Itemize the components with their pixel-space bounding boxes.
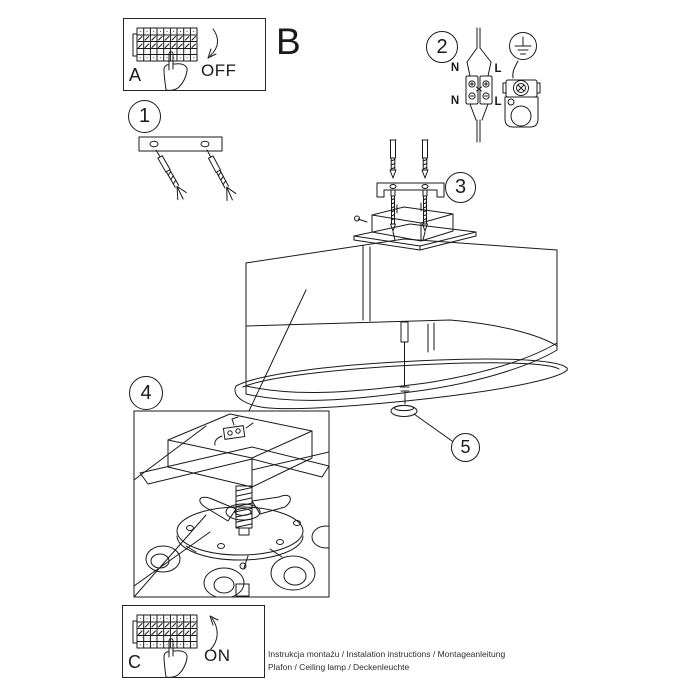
- canopy-detail-drawing: [134, 413, 329, 597]
- off-label: OFF: [201, 61, 237, 80]
- canopy-drawing: [353, 202, 477, 251]
- step-5-badge: 5: [451, 433, 480, 462]
- neutral-bottom-label: N: [450, 95, 460, 107]
- panel-a-letter: A: [129, 65, 142, 85]
- step-3-badge: 3: [445, 172, 476, 203]
- step-2-badge: 2: [426, 31, 458, 63]
- section-b-label: B: [276, 21, 301, 62]
- knob-drawing: [390, 404, 453, 442]
- hanger-hardware-drawing: [376, 139, 445, 241]
- on-label: ON: [204, 646, 231, 665]
- detail-frame: [133, 410, 330, 598]
- footer-text: Instrukcja montażu / Instalation instruc…: [268, 648, 505, 674]
- neutral-top-label: N: [450, 62, 460, 74]
- ground-clamp-drawing: [502, 60, 541, 128]
- ground-symbol-icon: [509, 32, 537, 60]
- mounting-bracket-drawing: [138, 136, 237, 201]
- power-off-panel: [123, 18, 266, 91]
- footer-line-1: Instrukcja montażu / Instalation instruc…: [268, 649, 506, 659]
- live-top-label: L: [494, 63, 502, 75]
- panel-c-letter: C: [128, 652, 141, 672]
- step-4-badge: 4: [129, 376, 163, 410]
- footer-line-2: Plafon / Ceiling lamp / Deckenleuchte: [268, 662, 410, 672]
- live-bottom-label: L: [494, 96, 502, 108]
- power-on-panel: [122, 605, 265, 678]
- shade-drawing: [245, 238, 558, 412]
- diffuser-drawing: [234, 358, 568, 410]
- wire-connector-drawing: [465, 27, 493, 143]
- step-1-badge: 1: [128, 100, 161, 133]
